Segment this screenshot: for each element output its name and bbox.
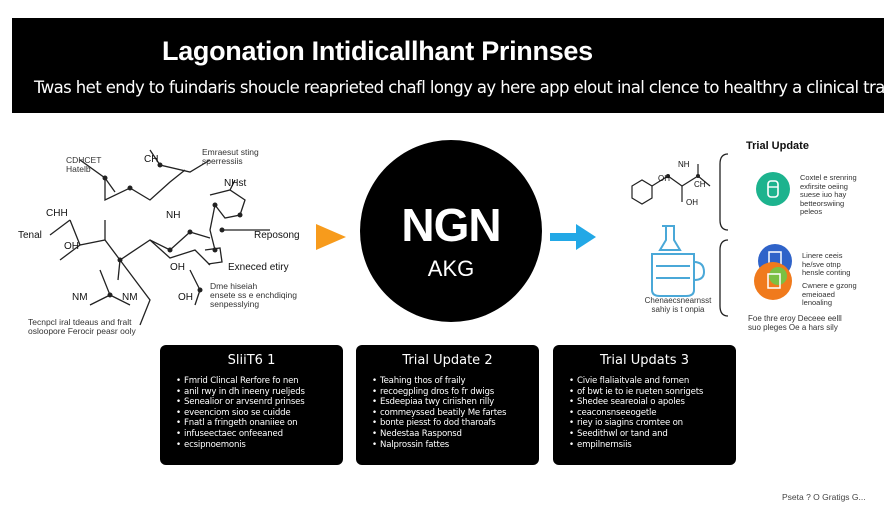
card-1-bullet: Fnatl a fringeth onaniiee on bbox=[176, 419, 336, 429]
orange-arrow-icon bbox=[316, 224, 346, 250]
card-3-list: Civie flaliaitvale and fornen of bwt ie … bbox=[569, 376, 729, 451]
nh-label: NH bbox=[166, 210, 181, 221]
footer-credit: Pseta ? O Gratigs G... bbox=[782, 492, 866, 502]
blue-arrow-icon bbox=[550, 224, 596, 250]
card-1-bullet: ecsipnoemonis bbox=[176, 440, 336, 451]
tenal-label: Tenal bbox=[18, 230, 42, 241]
flask-illustration bbox=[640, 220, 710, 300]
side-bottom-text: Foe thre eroy Deceee eelll suo pleges Oe… bbox=[748, 314, 842, 332]
right-nh-label: NH bbox=[678, 160, 690, 169]
right-caption: Chenaecsnearnsst sahiy is t onpia bbox=[644, 296, 712, 314]
flask-icon bbox=[651, 225, 706, 297]
card-1-title: SliiT6 1 bbox=[227, 353, 276, 368]
left-chemical-diagram: CDHCET Hatelb Emraesut sting sperressiis… bbox=[10, 140, 310, 360]
card-2-bullet: Esdeepiaa twy ciriishen rilly bbox=[372, 398, 532, 408]
card-3-bullet: Shedee seareoial o apoles bbox=[569, 398, 729, 408]
card-1-bullet: Senealior or arvsenrd prinses bbox=[176, 398, 336, 408]
right-oh-label: OH bbox=[658, 174, 670, 183]
circle-big-label: NGN bbox=[401, 199, 501, 251]
ch-top-label: CH bbox=[144, 154, 159, 165]
oh-lower-label: OH bbox=[170, 262, 185, 273]
top-left-note: CDHCET Hatelb bbox=[66, 155, 102, 174]
right-molecule-graphic bbox=[631, 164, 711, 205]
card-2-bullet: bonte piesst fo dod tharoafs bbox=[372, 419, 532, 429]
trial-item-3-text: Cwnere e gzong emeioaed lenoaling bbox=[802, 281, 857, 308]
bottom-caption: Tecnpcl iral tdeaus and fralt osloopore … bbox=[28, 317, 136, 336]
card-3-bullet: ceaconsnseeogetle bbox=[569, 408, 729, 419]
trial-item-1-text: Coxtel e srenring exfirsite oeiing suese… bbox=[800, 173, 857, 217]
header-banner: Lagonation Intidicallhant Prinnses Twas … bbox=[12, 18, 896, 113]
right-oh2-label: OH bbox=[686, 198, 698, 207]
card-2-list: Teahing thos of fraily recoegpling dros … bbox=[372, 376, 532, 451]
molecule-structure-graphic bbox=[49, 149, 270, 326]
oh-bottom-label: OH bbox=[178, 292, 193, 303]
card-1-bullet: anil rwy in dh ineeny rueljeds bbox=[176, 387, 336, 398]
right-molecule: NH OH CH OH bbox=[620, 158, 720, 218]
card-2-bullet: Nedestaa Rasponsd bbox=[372, 429, 532, 440]
trial-update-heading: Trial Update bbox=[746, 140, 809, 152]
trial-item-2-text: Linere ceeis he/sve otnp hensle conting bbox=[802, 251, 851, 278]
center-circle: NGN AKG bbox=[360, 140, 542, 322]
card-2-bullet: Nalprossin fattes bbox=[372, 440, 532, 451]
card-2-title: Trial Update 2 bbox=[402, 353, 493, 368]
chh-label: CHH bbox=[46, 208, 68, 219]
nm-label-1: NM bbox=[72, 292, 88, 303]
card-3: Trial Updats 3 Civie flaliaitvale and fo… bbox=[553, 345, 736, 465]
oh-left-label: OH bbox=[64, 241, 79, 252]
card-1: SliiT6 1 Fmrid Clincal Rerfore fo nen an… bbox=[160, 345, 343, 465]
nhst-label: NHst bbox=[224, 178, 247, 189]
reposing-label: Reposong bbox=[254, 230, 300, 241]
page-subtitle: Twas het endy to fuindaris shoucle reapr… bbox=[34, 78, 896, 97]
page-title: Lagonation Intidicallhant Prinnses bbox=[162, 36, 593, 66]
card-3-bullet: empilnernsiis bbox=[569, 440, 729, 451]
bracket-bottom-icon bbox=[719, 239, 729, 317]
card-1-bullet: infuseectaec onfeeaned bbox=[176, 429, 336, 440]
side-note: Dme hiseiah ensete ss e enchdiqing senpe… bbox=[210, 281, 297, 309]
card-2-bullet: Teahing thos of fraily bbox=[372, 376, 532, 387]
card-3-title: Trial Updats 3 bbox=[600, 353, 689, 368]
top-right-note: Emraesut sting sperressiis bbox=[202, 147, 259, 166]
card-2-bullet: recoegpling dros fo fr dwigs bbox=[372, 387, 532, 398]
card-2: Trial Update 2 Teahing thos of fraily re… bbox=[356, 345, 539, 465]
card-3-bullet: Seedithwl or tand and bbox=[569, 429, 729, 440]
extracted-label: Exneced etiry bbox=[228, 262, 289, 273]
right-ch-label: CH bbox=[694, 180, 706, 189]
card-1-bullet: Fmrid Clincal Rerfore fo nen bbox=[176, 376, 336, 387]
card-2-bullet: commeyssed beatily Me fartes bbox=[372, 408, 532, 419]
card-3-bullet: Civie flaliaitvale and fornen bbox=[569, 376, 729, 387]
nm-label-2: NM bbox=[122, 292, 138, 303]
vial-icon bbox=[756, 172, 790, 206]
checklist-icon bbox=[754, 262, 792, 300]
bracket-top-icon bbox=[719, 153, 729, 231]
card-1-bullet: eveenciom sioo se cuidde bbox=[176, 408, 336, 419]
circle-small-label: AKG bbox=[427, 256, 475, 281]
card-1-list: Fmrid Clincal Rerfore fo nen anil rwy in… bbox=[176, 376, 336, 451]
card-3-bullet: riey io siagins cromtee on bbox=[569, 419, 729, 429]
card-3-bullet: of bwt ie to ie rueten sonrigets bbox=[569, 387, 729, 398]
